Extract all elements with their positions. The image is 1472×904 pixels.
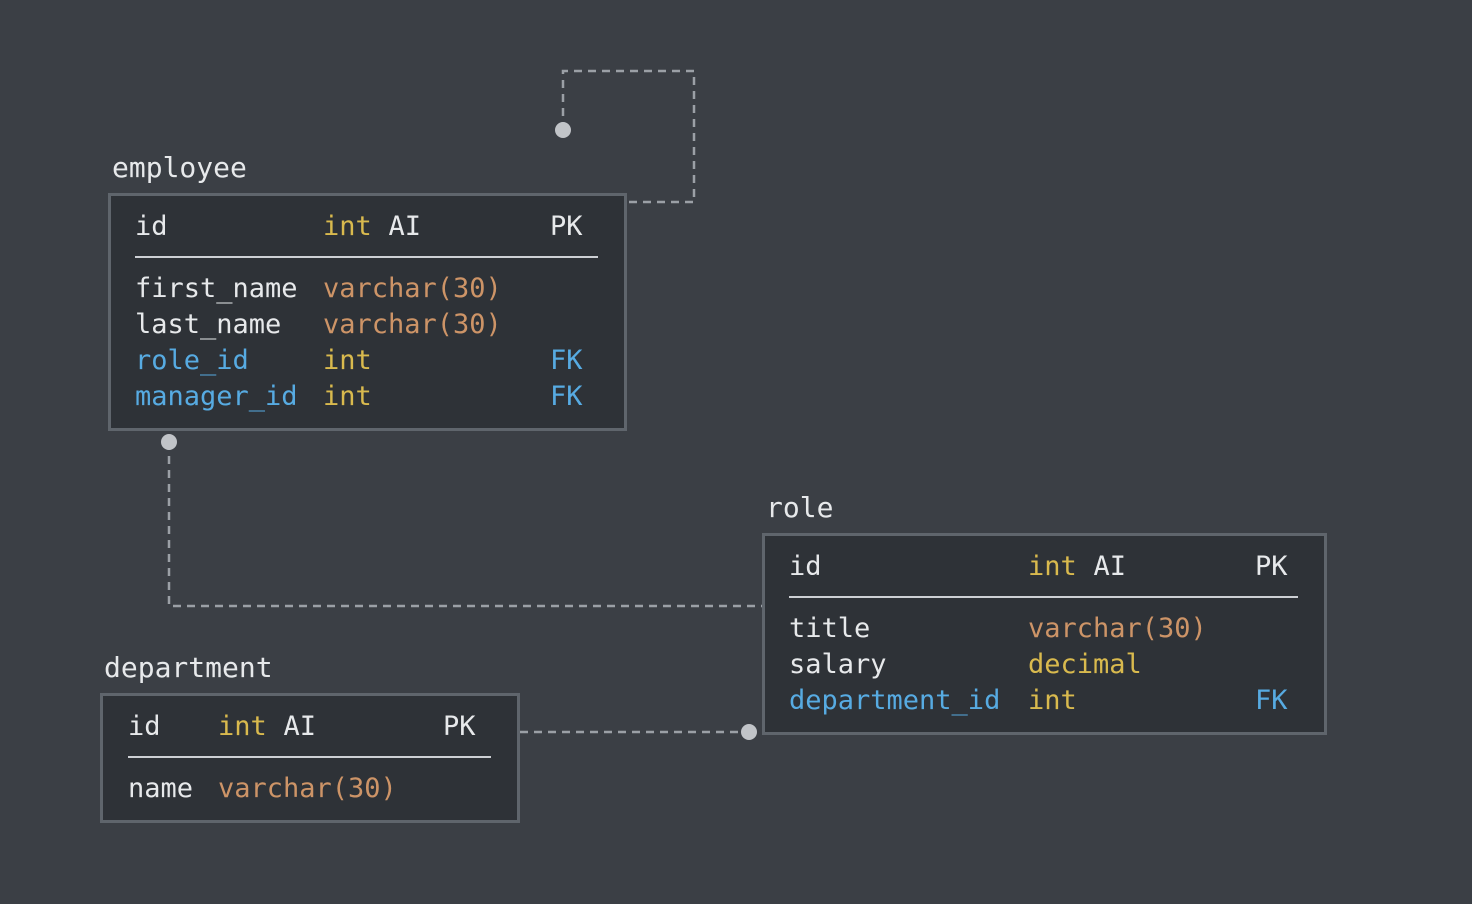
connection-endpoint-dot[interactable] — [555, 122, 571, 138]
column-type: varchar(30) — [218, 772, 397, 804]
column-type: int AI — [323, 211, 550, 242]
field-row[interactable]: title varchar(30) — [765, 610, 1324, 646]
foreign-key-badge: FK — [550, 344, 583, 376]
column-name: salary — [789, 648, 887, 680]
column-name: title — [789, 612, 871, 644]
table-title[interactable]: department — [104, 651, 273, 684]
table-department: department id int AI PK name varchar(30) — [100, 653, 520, 823]
field-row[interactable]: manager_id int FK — [111, 378, 624, 414]
primary-key-row[interactable]: id int AI PK — [103, 696, 517, 756]
column-type: varchar(30) — [323, 308, 502, 340]
column-name: first_name — [135, 272, 298, 304]
type-name: int — [1028, 550, 1077, 582]
field-row[interactable]: last_name varchar(30) — [111, 306, 624, 342]
column-name: department_id — [789, 684, 1001, 716]
primary-key-badge: PK — [443, 710, 476, 742]
header-separator — [128, 756, 491, 758]
field-row[interactable]: first_name varchar(30) — [111, 270, 624, 306]
column-type: varchar(30) — [323, 272, 502, 304]
column-type: int — [323, 380, 372, 412]
foreign-key-badge: FK — [1255, 684, 1288, 716]
column-name: last_name — [135, 308, 282, 340]
primary-key-row[interactable]: id int AI PK — [111, 196, 624, 256]
column-type: decimal — [1028, 648, 1142, 680]
primary-key-badge: PK — [1255, 550, 1288, 582]
column-name: id — [789, 550, 822, 582]
connection-endpoint-dot[interactable] — [161, 434, 177, 450]
primary-key-badge: PK — [550, 210, 583, 242]
header-separator — [135, 256, 598, 258]
header-separator — [789, 596, 1298, 598]
field-row[interactable]: department_id int FK — [765, 682, 1324, 718]
column-type: int AI — [218, 711, 443, 742]
relationship-employee-manager-self-reference[interactable] — [561, 69, 696, 204]
field-row[interactable]: salary decimal — [765, 646, 1324, 682]
column-type: int AI — [1028, 551, 1255, 582]
field-row[interactable]: name varchar(30) — [103, 770, 517, 806]
relationship-employee-role[interactable] — [167, 442, 762, 608]
type-name: int — [218, 710, 267, 742]
auto-increment-label: AI — [1093, 550, 1127, 582]
column-name: id — [128, 710, 161, 742]
table-role: role id int AI PK title varchar(30) salary decim… — [762, 493, 1327, 735]
table-title[interactable]: role — [766, 491, 834, 524]
table-box[interactable]: id int AI PK first_name varchar(30) last_name v… — [108, 193, 627, 431]
table-box[interactable]: id int AI PK name varchar(30) — [100, 693, 520, 823]
column-name: id — [135, 210, 168, 242]
field-rows: name varchar(30) — [103, 758, 517, 820]
auto-increment-label: AI — [388, 210, 422, 242]
column-name: role_id — [135, 344, 249, 376]
type-name: int — [323, 210, 372, 242]
field-row[interactable]: role_id int FK — [111, 342, 624, 378]
column-name: manager_id — [135, 380, 298, 412]
field-rows: first_name varchar(30) last_name varchar(30… — [111, 258, 624, 428]
column-type: varchar(30) — [1028, 612, 1207, 644]
foreign-key-badge: FK — [550, 380, 583, 412]
primary-key-row[interactable]: id int AI PK — [765, 536, 1324, 596]
connection-endpoint-dot[interactable] — [741, 724, 757, 740]
column-name: name — [128, 772, 194, 804]
auto-increment-label: AI — [283, 710, 317, 742]
column-type: int — [1028, 684, 1077, 716]
table-title[interactable]: employee — [112, 151, 247, 184]
column-type: int — [323, 344, 372, 376]
